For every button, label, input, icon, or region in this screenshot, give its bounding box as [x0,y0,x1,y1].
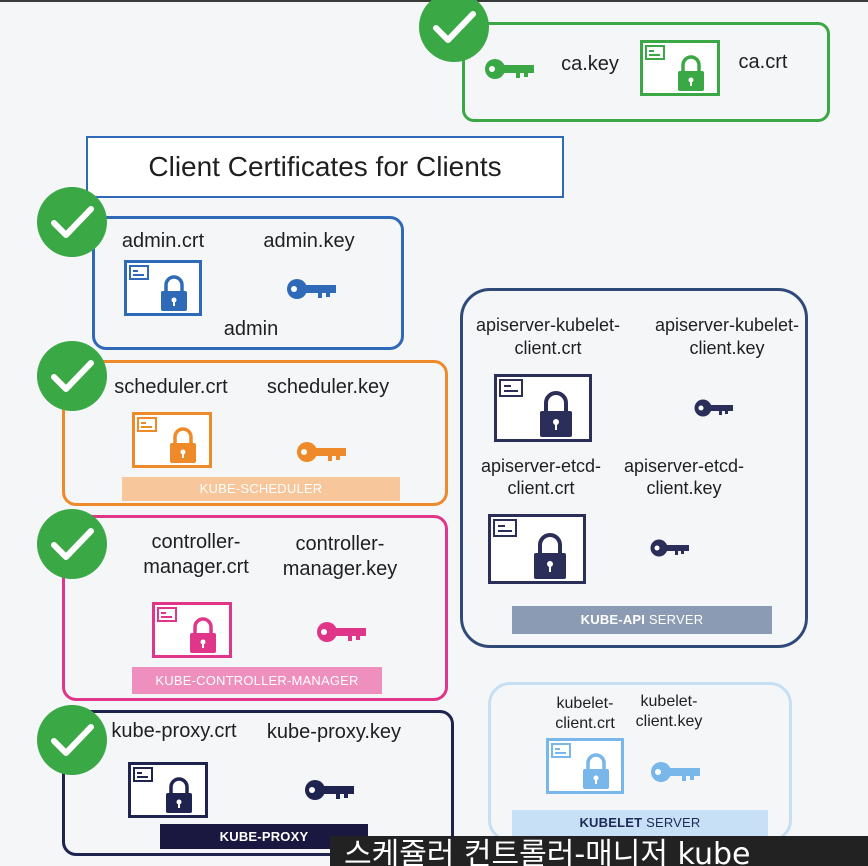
kubelet-server-banner: KUBELET SERVER [512,810,768,836]
admin-key-icon [287,279,336,299]
ca-cert-icon [640,40,720,96]
check-icon [37,341,107,411]
scheduler-key-icon [297,442,346,462]
ca-key-icon [485,59,534,79]
kube-api-server-box [460,288,808,648]
kubelet-key-icon [651,762,700,782]
admin-key-label: admin.key [263,230,355,252]
apiserver-kubelet-cert-icon [494,374,592,442]
kubelet-cert-icon [546,738,624,794]
video-subtitle: 스케쥴러 컨트롤러-매니저 kube [330,836,868,866]
controller-key-icon [317,622,366,642]
admin-box [92,216,404,350]
apiserver-kubelet-key-label-2: client.key [689,338,765,358]
apiserver-etcd-cert-icon [488,514,586,584]
proxy-key-icon [305,780,354,800]
kube-api-banner-rest: SERVER [645,612,704,627]
check-icon [37,187,107,257]
apiserver-kubelet-key-icon [694,399,733,417]
proxy-crt-label: kube-proxy.crt [111,720,237,742]
admin-name-label: admin [223,318,279,340]
controller-key-label-1: controller- [295,533,385,555]
page-title: Client Certificates for Clients [86,136,564,198]
kubelet-crt-label-2: client.crt [555,715,615,732]
kubelet-banner-rest: SERVER [642,815,701,830]
admin-crt-label: admin.crt [121,230,205,252]
kube-api-server-banner: KUBE-API SERVER [512,606,772,634]
apiserver-etcd-crt-label-2: client.crt [507,478,575,498]
check-icon [37,509,107,579]
scheduler-crt-label: scheduler.crt [114,376,228,398]
controller-crt-label-1: controller- [151,531,241,553]
kubelet-key-label-1: kubelet- [640,693,698,710]
kube-proxy-box [62,710,454,856]
check-icon [419,0,489,62]
controller-manager-box [62,515,448,701]
check-icon [37,705,107,775]
admin-cert-icon [124,260,202,316]
kubelet-key-label-2: client.key [635,713,703,730]
apiserver-etcd-key-icon [650,539,689,557]
controller-crt-label-2: manager.crt [143,556,249,578]
apiserver-etcd-key-label-1: apiserver-etcd- [623,456,745,476]
kubelet-crt-label-1: kubelet- [556,695,614,712]
proxy-key-label: kube-proxy.key [266,721,402,743]
controller-cert-icon [152,602,232,658]
kube-api-banner-bold: KUBE-API [580,612,646,627]
scheduler-key-label: scheduler.key [266,376,390,398]
apiserver-kubelet-key-label-1: apiserver-kubelet- [654,315,800,335]
kubelet-banner-bold: KUBELET [579,815,643,830]
apiserver-etcd-key-label-2: client.key [646,478,722,498]
controller-key-label-2: manager.key [282,558,398,580]
apiserver-etcd-crt-label-1: apiserver-etcd- [480,456,602,476]
ca-key-label: ca.key [561,53,619,75]
apiserver-kubelet-crt-label-2: client.crt [514,338,582,358]
scheduler-banner: KUBE-SCHEDULER [122,477,400,501]
controller-banner: KUBE-CONTROLLER-MANAGER [132,667,382,694]
proxy-cert-icon [128,762,208,818]
ca-crt-label: ca.crt [738,51,788,73]
scheduler-cert-icon [132,412,212,468]
scheduler-box [62,360,448,506]
apiserver-kubelet-crt-label-1: apiserver-kubelet- [475,315,621,335]
ca-box [462,22,830,122]
